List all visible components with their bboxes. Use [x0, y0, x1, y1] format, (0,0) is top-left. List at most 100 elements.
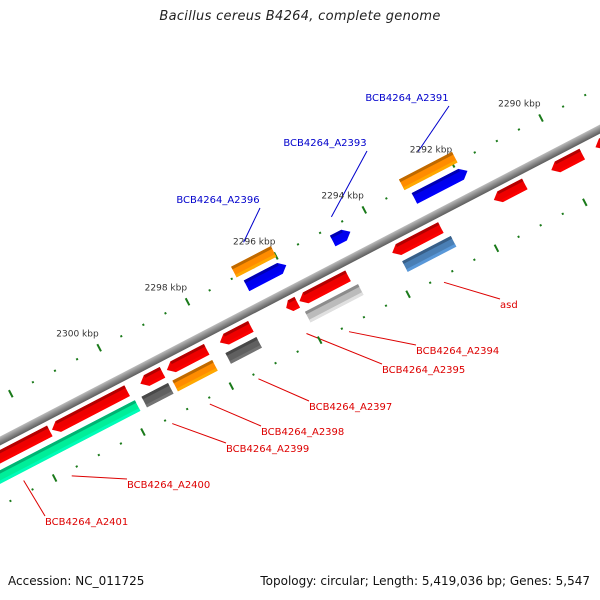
feature-bottom-shade — [235, 254, 277, 278]
tick-lower-major — [228, 382, 235, 391]
tick-upper-minor — [340, 220, 344, 223]
gene-label[interactable]: BCB4264_A2398 — [261, 427, 344, 438]
tick-upper-minor — [385, 197, 388, 200]
feature-body — [493, 178, 528, 203]
feature-rev-cds-15 — [166, 344, 210, 373]
gene-label[interactable]: BCB4264_A2397 — [309, 402, 392, 413]
feature-top-shade — [395, 222, 440, 247]
map-title: Bacillus cereus B4264, complete genome — [159, 9, 441, 24]
gene-labels: BCB4264_A2391BCB4264_A2393BCB4264_A2396a… — [45, 93, 518, 528]
feature-top-shade — [55, 385, 126, 424]
feature-bcb4264_a2391 — [398, 151, 458, 191]
feature-body — [141, 382, 174, 408]
tick-lower-minor — [163, 419, 167, 422]
feature-rev-cds-6 — [551, 148, 585, 173]
feature-bcb4264_a2393 — [329, 229, 351, 247]
feature-body — [398, 151, 458, 191]
tick-lower-minor — [362, 315, 366, 319]
tick-lower-minor — [185, 407, 189, 411]
tick-lower-minor — [207, 396, 211, 399]
feature-bcb4264_a2401 — [0, 425, 53, 476]
feature-body — [402, 235, 457, 272]
leader-line — [23, 480, 46, 517]
feature-top-shade — [143, 366, 162, 378]
feature-top-shade — [170, 344, 206, 365]
feature-bottom-shade — [291, 304, 300, 312]
feature-top-shade — [225, 337, 258, 356]
tick-upper-minor — [141, 323, 145, 327]
leader-line — [172, 423, 227, 444]
feature-bottom-shade — [0, 433, 53, 476]
leader-line — [443, 281, 501, 300]
tick-lower-minor — [561, 212, 565, 216]
feature-body — [243, 262, 287, 292]
tick-lower-minor — [384, 304, 388, 308]
feature-top-shade — [554, 148, 581, 165]
gene-label[interactable]: BCB4264_A2401 — [45, 517, 128, 528]
feature-top-shade — [0, 425, 49, 468]
feature-body — [299, 270, 351, 304]
tick-lower-major — [140, 428, 146, 437]
feature-top-shade — [287, 296, 296, 304]
tick-lower-minor — [97, 453, 101, 457]
leader-line — [348, 331, 417, 346]
feature-bottom-shade — [229, 345, 262, 364]
feature-top-shade — [411, 168, 460, 196]
gene-label[interactable]: BCB4264_A2393 — [283, 138, 366, 149]
tick-lower-minor — [539, 223, 542, 227]
feature-body — [551, 148, 585, 173]
feature-top-shade — [329, 229, 343, 239]
feature-top-shade — [243, 262, 279, 284]
feature-bottom-shade — [558, 156, 585, 173]
leader-line — [258, 378, 310, 402]
gene-label[interactable]: BCB4264_A2391 — [365, 93, 448, 104]
genome-summary-text: Topology: circular; Length: 5,419,036 bp… — [260, 574, 590, 588]
leader-line — [417, 105, 450, 152]
gene-label[interactable]: asd — [500, 300, 518, 311]
feature-bcb4264_a2399 — [141, 382, 174, 408]
feature-body — [0, 425, 53, 476]
feature-bottom-shade — [176, 367, 218, 392]
feature-top-shade — [223, 321, 250, 337]
label-leader-lines — [23, 105, 501, 517]
feature-rev-cds-17 — [140, 366, 166, 386]
tick-upper-minor — [473, 151, 477, 154]
tick-lower-minor — [428, 281, 432, 285]
tick-upper-major — [8, 389, 14, 398]
feature-bcb4264_a2397 — [225, 337, 262, 364]
tick-lower-minor — [274, 361, 277, 365]
accession-text: Accession: NC_011725 — [8, 574, 145, 588]
feature-bottom-shade — [145, 390, 174, 408]
tick-upper-minor — [296, 243, 300, 246]
tick-upper-minor — [164, 311, 167, 315]
feature-bottom-shade — [307, 278, 351, 304]
tick-upper-minor — [119, 334, 123, 338]
feature-fwd-cds-4 — [243, 262, 287, 292]
tick-lower-major — [493, 244, 500, 253]
tick-track — [8, 93, 588, 503]
tick-upper-minor — [561, 105, 565, 108]
gene-label[interactable]: BCB4264_A2399 — [226, 444, 309, 455]
feature-body — [304, 284, 364, 323]
tick-upper-minor — [208, 288, 211, 292]
gene-label[interactable]: BCB4264_A2396 — [176, 195, 259, 206]
tick-upper-minor — [517, 128, 521, 131]
feature-top-shade — [402, 235, 453, 264]
tick-label: 2296 kbp — [233, 238, 276, 248]
tick-lower-minor — [75, 465, 79, 468]
feature-body — [140, 366, 166, 386]
tick-upper-major — [538, 114, 544, 123]
gene-label[interactable]: BCB4264_A2400 — [127, 480, 210, 491]
tick-upper-minor — [495, 139, 499, 143]
feature-body — [225, 337, 262, 364]
leader-line — [243, 207, 261, 243]
feature-body — [219, 321, 254, 345]
tick-lower-major — [51, 473, 58, 482]
gene-label[interactable]: BCB4264_A2394 — [416, 346, 499, 357]
tick-lower-minor — [31, 488, 34, 491]
gene-label[interactable]: BCB4264_A2395 — [382, 365, 465, 376]
feature-fwd-cds-1 — [411, 168, 468, 204]
